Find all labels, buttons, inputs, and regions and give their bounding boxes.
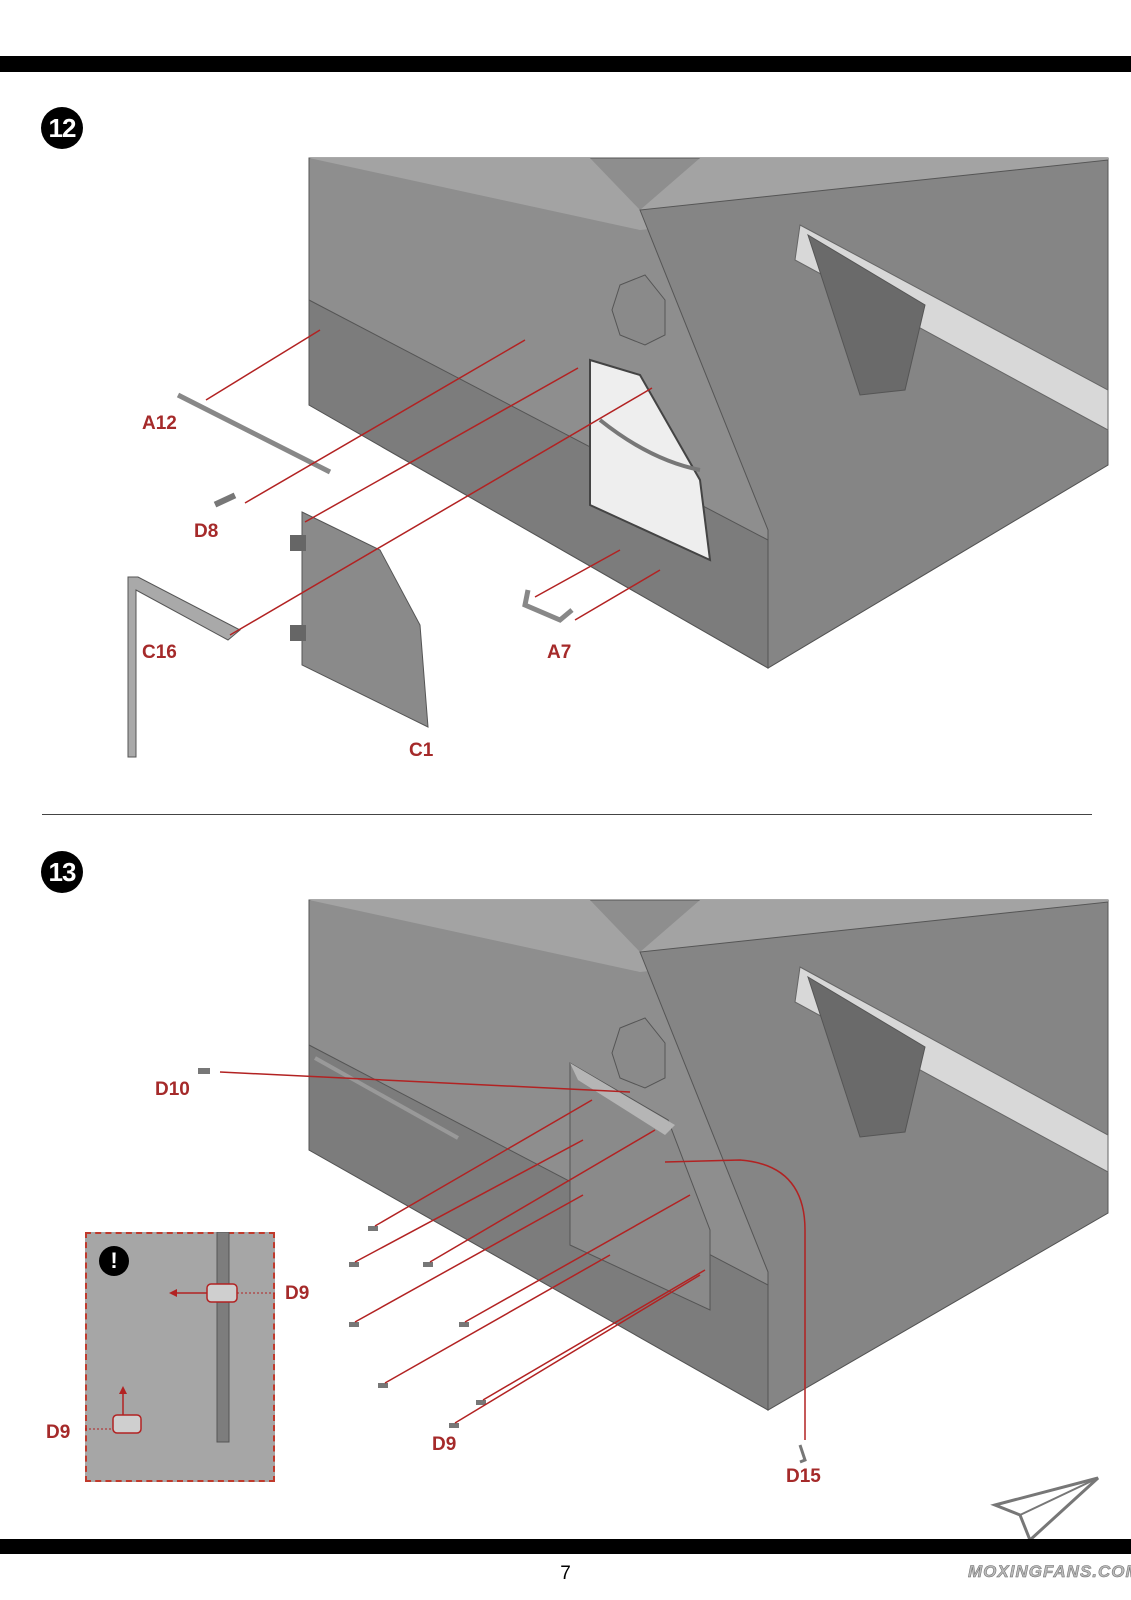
step-12-badge: 12 [41, 107, 83, 149]
warning-icon: ! [99, 1246, 129, 1276]
part-label-a12: A12 [142, 413, 177, 434]
part-label-d15: D15 [786, 1466, 821, 1487]
callout-label-d9-upper: D9 [285, 1283, 310, 1304]
callout-label-d9-lower: D9 [46, 1422, 71, 1443]
bottom-rule [0, 1539, 1131, 1554]
page-number: 7 [560, 1563, 571, 1584]
part-label-d9: D9 [432, 1434, 457, 1455]
detail-callout: ! [85, 1232, 275, 1482]
part-label-d10: D10 [155, 1079, 190, 1100]
callout-illustration [85, 1232, 275, 1443]
part-label-c16: C16 [142, 642, 177, 663]
top-rule [0, 56, 1131, 72]
section-divider [42, 814, 1092, 815]
part-label-a7: A7 [547, 642, 572, 663]
part-label-c1: C1 [409, 740, 434, 761]
step-13-badge: 13 [41, 851, 83, 893]
part-label-d8: D8 [194, 521, 219, 542]
watermark-text: MOXINGFANS.COM [968, 1562, 1131, 1582]
